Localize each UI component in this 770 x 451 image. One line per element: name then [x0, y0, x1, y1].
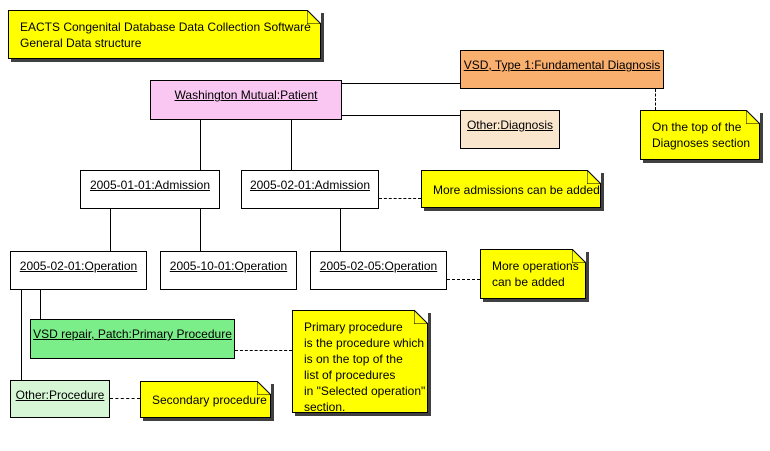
object-operation-3[interactable]: 2005-02-05:Operation: [310, 251, 447, 290]
object-patient[interactable]: Washington Mutual:Patient: [150, 80, 342, 120]
note-fold-icon: [414, 310, 428, 324]
note-line: Secondary procedure: [152, 393, 267, 407]
anchor-admissions-note: [379, 198, 421, 199]
note-line: section.: [304, 400, 346, 414]
note-line: General Data structure: [20, 36, 142, 50]
note-fold-icon: [307, 10, 321, 24]
object-operation-2[interactable]: 2005-10-01:Operation: [160, 251, 297, 290]
link-admission2-operation3: [340, 209, 341, 251]
object-operation-3-label: 2005-02-05:Operation: [319, 259, 438, 273]
anchor-primary-note: [235, 350, 292, 351]
link-operation1-primary-procedure: [40, 290, 41, 319]
object-operation-2-label: 2005-10-01:Operation: [169, 259, 288, 273]
note-diagnoses[interactable]: On the top of the Diagnoses section: [640, 110, 760, 160]
note-fold-icon: [587, 170, 601, 184]
object-fundamental-diagnosis[interactable]: VSD, Type 1:Fundamental Diagnosis: [460, 50, 664, 89]
note-title[interactable]: EACTS Congenital Database Data Collectio…: [8, 10, 321, 59]
link-patient-other-diagnosis: [342, 115, 460, 116]
note-line: in "Selected operation": [304, 384, 426, 398]
object-fundamental-diagnosis-label: VSD, Type 1:Fundamental Diagnosis: [463, 58, 661, 72]
object-other-procedure[interactable]: Other:Procedure: [10, 380, 110, 418]
object-admission-1[interactable]: 2005-01-01:Admission: [80, 170, 220, 209]
object-patient-label: Washington Mutual:Patient: [174, 88, 318, 102]
link-patient-admission-2: [291, 120, 292, 170]
note-primary-procedure[interactable]: Primary procedure is the procedure which…: [292, 310, 428, 414]
note-line: is the procedure which: [304, 336, 425, 350]
note-line: Diagnoses section: [652, 136, 751, 150]
note-line: Primary procedure: [304, 320, 403, 334]
note-fold-icon: [257, 381, 271, 395]
note-admissions[interactable]: More admissions can be added: [421, 170, 601, 208]
anchor-diagnosis-note: [655, 89, 656, 110]
link-patient-admission-1: [200, 120, 201, 170]
note-line: More operations: [492, 259, 579, 273]
object-other-diagnosis[interactable]: Other:Diagnosis: [460, 110, 560, 149]
link-patient-fundamental-diagnosis: [342, 83, 460, 84]
object-admission-2[interactable]: 2005-02-01:Admission: [241, 170, 379, 209]
object-other-diagnosis-label: Other:Diagnosis: [466, 118, 554, 132]
note-line: More admissions can be added: [433, 183, 600, 197]
note-secondary-procedure[interactable]: Secondary procedure: [140, 381, 271, 418]
link-admission1-operation2: [200, 209, 201, 251]
note-fold-icon: [572, 249, 586, 263]
object-primary-procedure[interactable]: VSD repair, Patch:Primary Procedure: [30, 319, 235, 359]
object-admission-1-label: 2005-01-01:Admission: [89, 178, 211, 192]
note-line: list of procedures: [304, 368, 396, 382]
note-line: can be added: [492, 275, 565, 289]
object-admission-2-label: 2005-02-01:Admission: [249, 178, 371, 192]
object-primary-procedure-label: VSD repair, Patch:Primary Procedure: [33, 327, 232, 341]
anchor-operations-note: [447, 279, 480, 280]
note-line: EACTS Congenital Database Data Collectio…: [20, 20, 311, 34]
note-line: On the top of the: [652, 120, 742, 134]
note-operations[interactable]: More operations can be added: [480, 249, 586, 299]
object-operation-1[interactable]: 2005-02-01:Operation: [10, 251, 147, 290]
anchor-secondary-note: [110, 398, 140, 399]
note-line: is on the top of the: [304, 352, 403, 366]
note-fold-icon: [746, 110, 760, 124]
object-other-procedure-label: Other:Procedure: [15, 388, 105, 402]
link-admission1-operation1: [110, 209, 111, 251]
object-operation-1-label: 2005-02-01:Operation: [19, 259, 138, 273]
link-operation1-other-procedure: [21, 290, 22, 380]
